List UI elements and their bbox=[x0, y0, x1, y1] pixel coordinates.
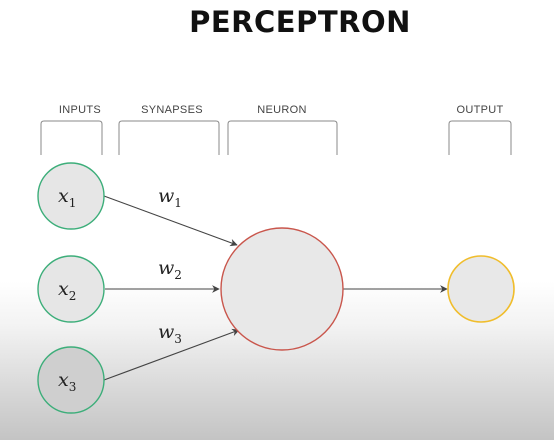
output-label: OUTPUT bbox=[456, 104, 504, 116]
output-node bbox=[447, 255, 515, 323]
input-label-1: x1 bbox=[58, 185, 76, 210]
input-label-3: x3 bbox=[58, 369, 76, 394]
weight-label-1: w1 bbox=[158, 185, 182, 210]
neuron-label: NEURON bbox=[257, 104, 307, 116]
synapses-label: SYNAPSES bbox=[141, 104, 203, 116]
output-bracket bbox=[448, 120, 512, 155]
weight-label-2: w2 bbox=[158, 257, 182, 282]
weight-label-3: w3 bbox=[158, 321, 182, 346]
inputs-bracket bbox=[40, 120, 103, 155]
input-label-2: x2 bbox=[58, 278, 76, 303]
page-title: PERCEPTRON bbox=[189, 5, 411, 39]
neuron-node bbox=[220, 227, 344, 351]
neuron-bracket bbox=[227, 120, 338, 155]
input-node-2 bbox=[37, 255, 105, 323]
input-node-1 bbox=[37, 162, 105, 230]
inputs-label: INPUTS bbox=[58, 104, 102, 116]
input-node-3 bbox=[37, 346, 105, 414]
synapses-bracket bbox=[118, 120, 220, 155]
synapse-arrow-3 bbox=[103, 328, 240, 381]
synapse-arrow-1 bbox=[103, 195, 238, 247]
